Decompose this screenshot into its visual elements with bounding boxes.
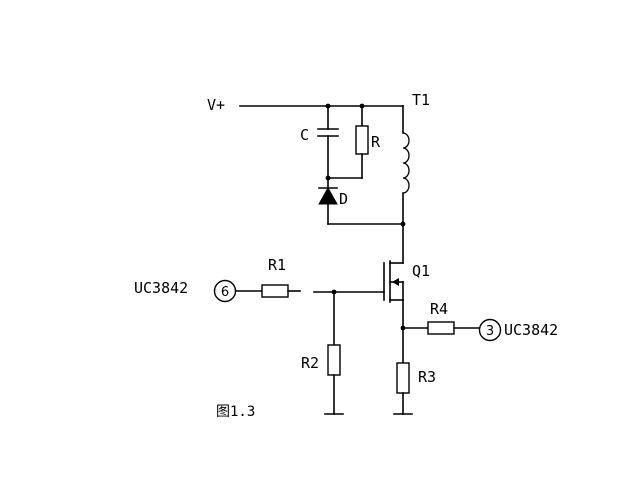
ic-left-label: UC3842 — [134, 279, 188, 297]
snubber-diode — [318, 177, 406, 227]
r3-label: R3 — [418, 368, 436, 386]
resistor-r3 — [393, 325, 413, 415]
snubber-capacitor — [317, 105, 339, 181]
supply-label: V+ — [207, 96, 225, 114]
mosfet-label: Q1 — [412, 262, 430, 280]
capacitor-label: C — [300, 126, 309, 144]
resistor-r4 — [402, 321, 480, 335]
r4-label: R4 — [430, 300, 448, 318]
diode-label: D — [339, 190, 348, 208]
pin-3-number: 3 — [486, 324, 494, 339]
transformer-label: T1 — [412, 91, 430, 109]
pin-3-marker: 3 — [478, 318, 502, 342]
figure-caption: 图1.3 — [216, 404, 255, 420]
supply-rail — [239, 103, 404, 109]
ic-right-label: UC3842 — [504, 321, 558, 339]
resistor-r1 — [235, 284, 335, 298]
pin-6-marker: 6 — [213, 279, 237, 303]
resistor-r2 — [324, 289, 344, 415]
transformer-winding — [402, 105, 410, 225]
snubber-resistor — [327, 105, 369, 179]
pin-6-number: 6 — [221, 285, 229, 300]
mosfet-q1 — [333, 223, 404, 329]
r2-label: R2 — [301, 354, 319, 372]
resistor-snubber-label: R — [371, 133, 381, 151]
r1-label: R1 — [268, 256, 286, 274]
